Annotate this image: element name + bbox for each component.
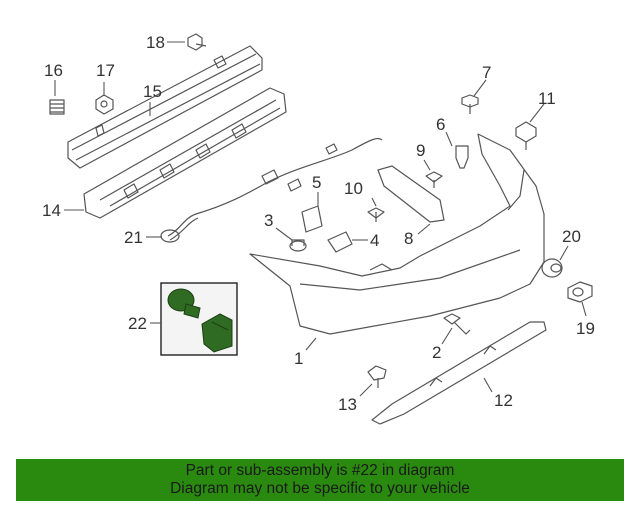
part-22-bracket-highlight [201,313,233,353]
callout-21: 21 [124,228,143,247]
part-2-bolt [443,313,471,335]
part-3-clip [289,239,307,252]
part-20-sensor [541,258,563,278]
part-7-retainer [461,94,479,114]
part-19-sensor [567,281,593,303]
part-5-bracket [301,205,323,233]
callout-16: 16 [44,61,63,80]
callout-5: 5 [312,173,321,192]
part-15-reinforcement [67,45,263,169]
part-8-side-bracket [377,165,445,223]
callout-19: 19 [576,319,595,338]
callout-1: 1 [294,349,303,368]
callout-4: 4 [370,231,379,250]
callout-15: 15 [143,82,162,101]
callout-10: 10 [344,179,363,198]
part-17-nut [95,94,114,115]
callout-6: 6 [436,115,445,134]
callout-7: 7 [482,63,491,82]
part-9-screw [425,171,443,188]
callout-9: 9 [416,141,425,160]
part-14-absorber [83,87,287,219]
callout-12: 12 [494,391,513,410]
footer-line-2: Diagram may not be specific to your vehi… [170,480,470,497]
part-4-bracket [327,231,353,253]
part-22-clip-highlight [167,288,201,319]
part-22-sub-assembly [160,282,238,356]
callout-22: 22 [128,314,147,333]
part-6-push-pin [455,145,469,169]
callout-18: 18 [146,33,165,52]
part-21-harness [160,137,383,243]
callout-3: 3 [264,211,273,230]
part-1-bumper-cover [249,133,545,335]
callout-11: 11 [538,89,556,108]
callout-8: 8 [404,229,413,248]
leader-lines [54,41,587,397]
part-18-bolt [187,33,207,51]
part-10-clip [367,207,385,222]
callout-14: 14 [42,201,61,220]
part-13-retainer [367,365,387,388]
callout-labels: 18 16 17 15 14 21 5 3 4 10 9 8 6 7 11 20… [42,33,595,414]
part-12-valance [371,321,547,425]
part-16-stud [49,99,65,115]
callout-20: 20 [562,227,581,246]
callout-17: 17 [96,61,115,80]
footer-banner: Part or sub-assembly is #22 in diagram D… [16,459,624,501]
part-11-clip [515,121,537,150]
footer-line-1: Part or sub-assembly is #22 in diagram [185,462,455,479]
callout-13: 13 [338,395,357,414]
callout-2: 2 [432,343,441,362]
